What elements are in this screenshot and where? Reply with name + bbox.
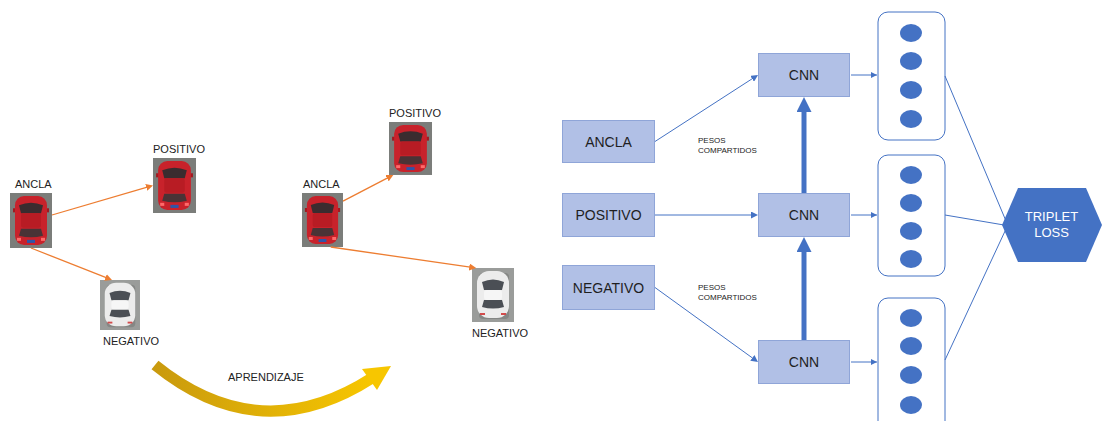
node-text: ANCLA [585,134,632,150]
connector-arrow [343,177,390,201]
node-text: CNN [789,207,819,223]
connector-arrow [331,247,472,267]
cnn-box: CNN [758,53,850,97]
node-text: CNN [789,67,819,83]
shared-weights-arrow [802,106,807,193]
input-box: NEGATIVO [562,265,655,310]
loss-input-lines [945,76,1006,360]
cnn-box: CNN [758,193,850,237]
shared-weights-arrow [802,246,807,340]
embedding-vector [878,12,945,140]
node-text: CNN [789,354,819,370]
input-box: ANCLA [562,120,655,163]
learning-arrow [155,365,372,411]
positive-car-photo [153,158,196,213]
negative-car-photo [472,268,514,322]
anchor-car-photo [10,193,52,248]
connector-arrow [655,77,754,141]
anchor-car-photo [302,193,343,247]
car-photo-node: POSITIVO [153,158,196,213]
node-text: TRIPLET LOSS [1017,209,1087,240]
photo-label: ANCLA [303,178,340,190]
embedding-vector [878,155,945,276]
learning-label: APRENDIZAJE [228,371,304,385]
photo-label: POSITIVO [153,143,205,155]
photo-label: POSITIVO [389,107,441,119]
car-photo-node: NEGATIVO [472,268,514,322]
car-photo-node: POSITIVO [389,122,432,175]
input-box: POSITIVO [562,193,655,237]
cnn-box: CNN [758,340,850,384]
learning-arrow-head [362,366,391,390]
photo-label: NEGATIVO [472,327,528,339]
node-text: NEGATIVO [573,280,644,296]
car-photo-node: NEGATIVO [100,280,140,330]
connector-arrow [655,215,754,216]
car-photo-node: ANCLA [10,193,52,248]
negative-car-photo [100,280,140,330]
embedding-vector [878,298,945,421]
positive-car-photo [389,122,432,175]
hexagon-outline [1002,188,1102,262]
photo-label: ANCLA [15,178,52,190]
node-text: POSITIVO [575,207,641,223]
photo-label: NEGATIVO [103,335,159,347]
shared-weights-label: PESOS COMPARTIDOS [698,283,754,303]
connector-arrow [52,187,149,215]
connector-arrow [31,248,108,278]
loss-hexagon: TRIPLET LOSS [1002,188,1102,262]
embedding-arrows [851,75,877,362]
shared-weights-label: PESOS COMPARTIDOS [698,136,754,156]
car-photo-node: ANCLA [302,193,343,247]
